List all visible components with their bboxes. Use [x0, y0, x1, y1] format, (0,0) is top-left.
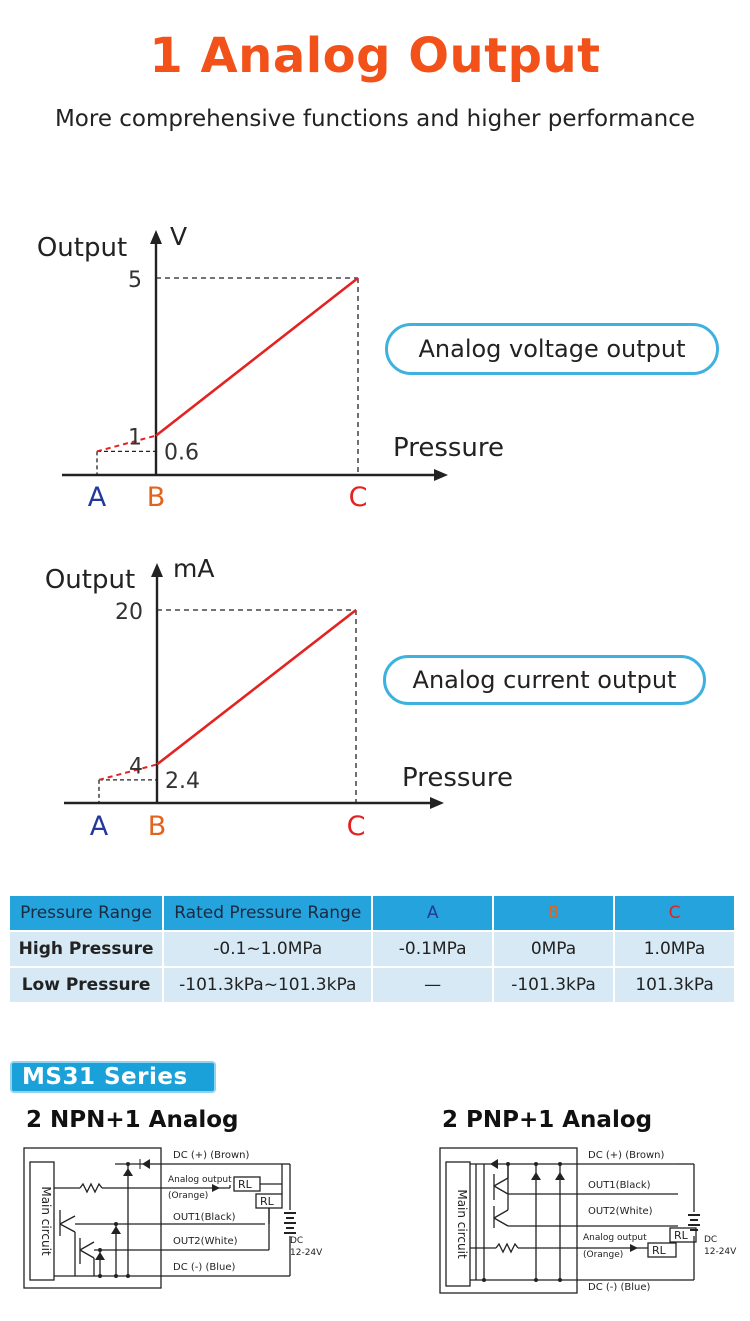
- y-tick-label-max: 20: [115, 600, 143, 625]
- pnp-analog-label: Analog output: [583, 1233, 647, 1243]
- table-cell: —: [371, 966, 494, 1004]
- header-cell: B: [491, 894, 616, 932]
- npn-out2-label: OUT2(White): [173, 1236, 238, 1247]
- npn-main-circuit-box: [29, 1161, 55, 1281]
- y-tick-label-b: 1: [128, 426, 142, 451]
- npn-circuit-box: [23, 1147, 162, 1289]
- pnp-rl2-label: RL: [652, 1244, 667, 1257]
- pnp-dc-plus-label: DC (+) (Brown): [588, 1150, 665, 1161]
- y-axis-unit: mA: [173, 554, 214, 583]
- y-tick-label-b: 4: [129, 754, 143, 779]
- y-axis-arrow-icon: [150, 230, 162, 244]
- table-cell: -101.3kPa~101.3kPa: [162, 966, 374, 1004]
- y-axis-label: Output: [45, 565, 135, 595]
- x-tick-label-c: C: [347, 811, 366, 842]
- npn-wiring-title: 2 NPN+1 Analog: [26, 1107, 239, 1133]
- npn-dc-minus-label: DC (-) (Blue): [173, 1262, 235, 1273]
- table-row: Low Pressure -101.3kPa~101.3kPa — -101.3…: [7, 966, 736, 1004]
- pnp-orange-label: (Orange): [583, 1250, 623, 1260]
- pressure-range-table: Pressure Range Rated Pressure Range A B …: [7, 894, 736, 1004]
- pnp-dc-label: DC: [704, 1235, 717, 1245]
- y-tick-label-max: 5: [128, 268, 142, 293]
- current-output-pill: Analog current output: [383, 655, 706, 705]
- npn-out1-label: OUT1(Black): [173, 1212, 236, 1223]
- pnp-out2-label: OUT2(White): [588, 1206, 653, 1217]
- header-cell: C: [613, 894, 736, 932]
- npn-orange-label: (Orange): [168, 1191, 208, 1201]
- header-cell: Rated Pressure Range: [162, 894, 374, 932]
- npn-dc-label: DC: [290, 1236, 303, 1246]
- x-axis-label: Pressure: [402, 763, 513, 793]
- table-header-row: Pressure Range Rated Pressure Range A B …: [7, 894, 736, 932]
- y-tick-label-a: 2.4: [165, 769, 200, 794]
- table-cell: -101.3kPa: [491, 966, 616, 1004]
- pnp-volt-label: 12-24V: [704, 1247, 737, 1257]
- current-chart: Output mA Pressure 20 4 2.4A B C: [45, 554, 513, 842]
- x-axis-arrow-icon: [434, 469, 448, 481]
- table-cell: 1.0MPa: [613, 930, 736, 968]
- table-cell: 101.3kPa: [613, 966, 736, 1004]
- npn-analog-label: Analog output: [168, 1175, 232, 1185]
- npn-wiring-diagram: Main circuit DC (+) (Brown) Analog outpu…: [23, 1147, 323, 1289]
- header-cell: A: [371, 894, 494, 932]
- table-cell: -0.1MPa: [371, 930, 494, 968]
- voltage-chart: Output V Pressure 5 1 0.6A B C: [37, 222, 504, 513]
- pnp-out1-label: OUT1(Black): [588, 1180, 651, 1191]
- x-tick-label-c: C: [349, 482, 368, 513]
- extrapolated-series-line: [96, 434, 157, 453]
- extrapolated-series-line: [98, 763, 158, 781]
- table-cell: -0.1~1.0MPa: [162, 930, 374, 968]
- pnp-main-circuit-label: Main circuit: [455, 1189, 469, 1259]
- x-tick-label-b: B: [148, 811, 167, 842]
- pnp-wiring-diagram: Main circuit DC (+) (Brown) OUT1(Black) …: [439, 1147, 737, 1294]
- npn-diode-icon: [142, 1159, 150, 1169]
- npn-dc-plus-label: DC (+) (Brown): [173, 1150, 250, 1161]
- table-cell: Low Pressure: [7, 966, 165, 1004]
- x-tick-label-a: A: [88, 482, 107, 513]
- x-tick-label-b: B: [147, 482, 166, 513]
- npn-main-circuit-label: Main circuit: [39, 1186, 53, 1256]
- table-cell: High Pressure: [7, 930, 165, 968]
- pnp-dc-minus-label: DC (-) (Blue): [588, 1282, 650, 1293]
- y-tick-label-a: 0.6: [164, 440, 199, 465]
- table-row: High Pressure -0.1~1.0MPa -0.1MPa 0MPa 1…: [7, 930, 736, 968]
- pnp-wiring-title: 2 PNP+1 Analog: [442, 1107, 653, 1133]
- active-series-line: [156, 608, 357, 766]
- npn-rl-label: RL: [238, 1178, 253, 1191]
- y-axis-unit: V: [170, 222, 187, 251]
- active-series-line: [155, 276, 359, 437]
- series-badge: MS31 Series: [10, 1061, 216, 1093]
- y-axis-label: Output: [37, 233, 127, 263]
- npn-volt-label: 12-24V: [290, 1248, 323, 1258]
- x-axis-arrow-icon: [430, 797, 444, 809]
- voltage-output-pill: Analog voltage output: [385, 323, 719, 375]
- y-axis-arrow-icon: [151, 563, 163, 577]
- x-axis-label: Pressure: [393, 433, 504, 463]
- x-tick-label-a: A: [90, 811, 109, 842]
- pnp-rl-label: RL: [674, 1229, 689, 1242]
- npn-rl2-label: RL: [260, 1195, 275, 1208]
- page-subtitle: More comprehensive functions and higher …: [54, 106, 696, 132]
- table-cell: 0MPa: [491, 930, 616, 968]
- header-cell: Pressure Range: [7, 894, 165, 932]
- page-title: 1 Analog Output: [149, 28, 601, 84]
